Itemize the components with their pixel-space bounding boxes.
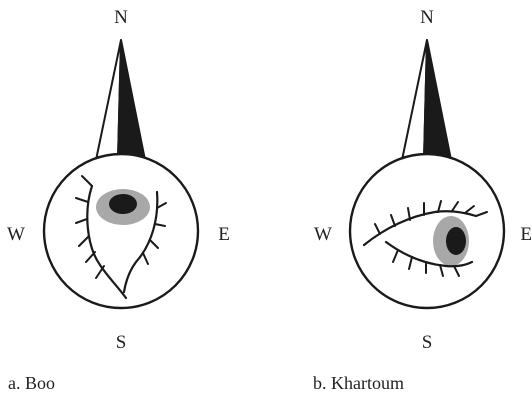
panel-b-compass-needle bbox=[402, 40, 451, 160]
panel-a-north-label: N bbox=[114, 7, 128, 28]
panel-a-south-label: S bbox=[116, 332, 127, 353]
panel-b-south-label: S bbox=[422, 332, 433, 353]
panel-b-east-label: E bbox=[520, 224, 532, 245]
panel-a-east-label: E bbox=[218, 224, 230, 245]
panel-b-west-label: W bbox=[314, 224, 332, 245]
panel-a-west-label: W bbox=[7, 224, 25, 245]
panel-a-compass-circle bbox=[44, 154, 198, 308]
panel-a: N W E S a. Boo bbox=[7, 7, 230, 393]
panel-b: N W E S bbox=[313, 7, 532, 393]
panel-b-pupil bbox=[446, 227, 466, 255]
panel-a-pupil bbox=[109, 194, 137, 214]
panel-a-caption: a. Boo bbox=[8, 373, 55, 393]
panel-b-caption: b. Khartoum bbox=[313, 373, 404, 393]
panel-b-north-label: N bbox=[420, 7, 434, 28]
panel-b-compass-circle bbox=[350, 154, 504, 308]
panel-a-compass-needle bbox=[96, 40, 145, 160]
